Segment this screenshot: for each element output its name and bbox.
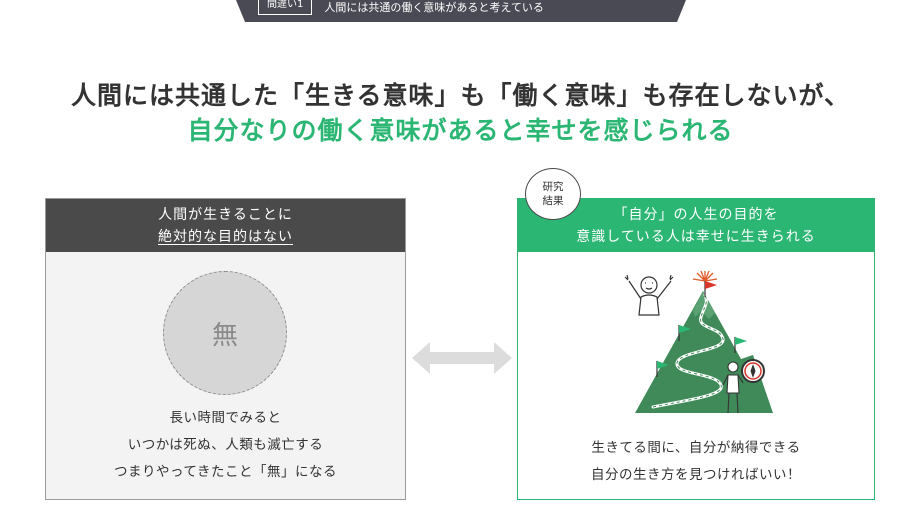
left-body-line: いつかは死ぬ、人類も滅亡する	[127, 437, 324, 453]
headline-line1: 人間には共通した「生きる意味」も「働く意味」も存在しないが、	[70, 81, 850, 110]
left-panel-title-line2: 絶対的な目的はない	[158, 228, 293, 245]
left-body-line: つまりやってきたこと「無」になる	[114, 464, 337, 480]
right-body-line: 生きてる間に、自分が納得できる	[591, 440, 801, 456]
double-arrow-icon	[412, 342, 512, 374]
badge-line2: 結果	[542, 195, 564, 207]
top-banner: 間違い1 人間には共通の働く意味があると考えている	[236, 0, 686, 22]
right-panel-title-line1: 「自分」の人生の目的を	[613, 206, 779, 223]
nothingness-circle: 無	[163, 271, 287, 395]
banner-tagline: 人間には共通の働く意味があると考えている	[324, 1, 544, 14]
headline-line2: 自分なりの働く意味があると幸せを感じられる	[187, 116, 734, 145]
right-panel-body: 生きてる間に、自分が納得できる 自分の生き方を見つければいい！	[518, 435, 874, 489]
left-panel-title-line1: 人間が生きることに	[158, 206, 293, 223]
research-result-badge: 研究 結果	[525, 168, 581, 220]
left-panel-header: 人間が生きることに 絶対的な目的はない	[46, 199, 405, 252]
compass-icon	[741, 359, 765, 383]
cheering-person-icon	[624, 274, 674, 316]
hiker-icon	[722, 361, 744, 414]
badge-line1: 研究	[542, 181, 564, 193]
mountain-climb-illustration	[624, 270, 773, 414]
left-body-line: 長い時間でみると	[169, 410, 282, 426]
right-panel-header: 「自分」の人生の目的を 意識している人は幸せに生きられる	[518, 199, 874, 252]
flag-icon	[656, 361, 669, 377]
flag-icon	[734, 337, 747, 353]
summit-flag-icon	[692, 270, 718, 297]
left-panel-body: 長い時間でみると いつかは死ぬ、人類も滅亡する つまりやってきたこと「無」になる	[46, 405, 405, 486]
right-panel: 「自分」の人生の目的を 意識している人は幸せに生きられる	[517, 198, 875, 500]
left-panel: 人間が生きることに 絶対的な目的はない 無 長い時間でみると いつかは死ぬ、人類…	[45, 198, 406, 500]
right-panel-title-line2: 意識している人は幸せに生きられる	[576, 228, 816, 245]
circle-text: 無	[211, 320, 238, 351]
right-body-line: 自分の生き方を見つければいい！	[591, 467, 801, 483]
flag-icon	[678, 325, 691, 341]
banner-tag: 間違い1	[258, 0, 313, 15]
